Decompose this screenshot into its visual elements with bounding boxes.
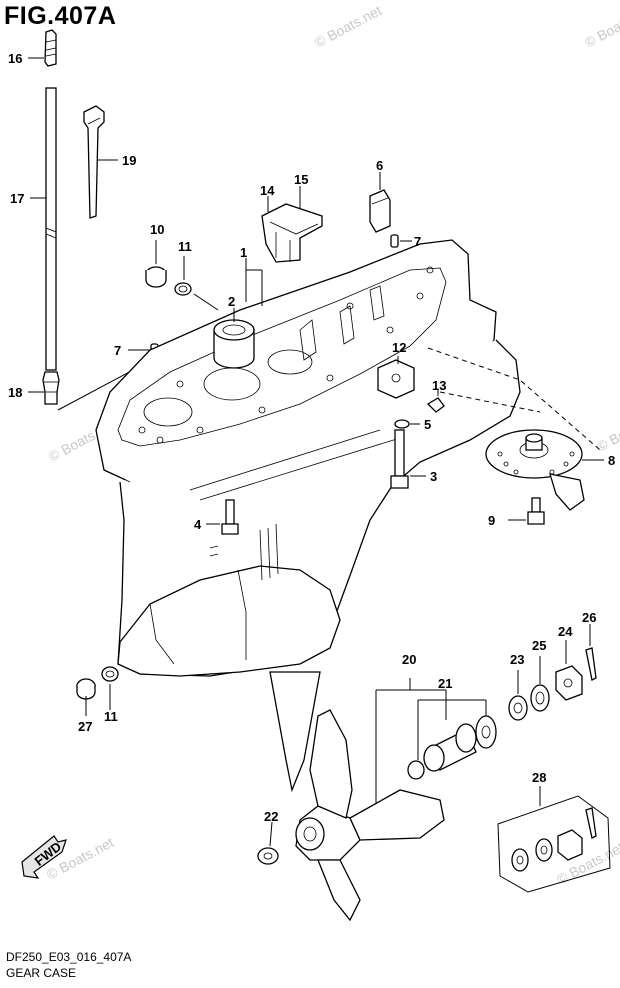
callout-26: 26	[582, 610, 596, 625]
figure-name: GEAR CASE	[6, 966, 77, 980]
callout-5: 5	[424, 417, 431, 432]
callout-15: 15	[294, 172, 308, 187]
callout-24: 24	[558, 624, 573, 639]
callout-16: 16	[8, 51, 22, 66]
part-12-block	[377, 359, 415, 399]
watermark: © Boats.net	[312, 2, 384, 51]
part-7-pin	[390, 234, 399, 248]
part-8-trim-tab	[485, 429, 585, 511]
callout-27: 27	[78, 719, 92, 734]
part-22-nut	[257, 847, 279, 865]
part-13-bolt	[426, 397, 445, 413]
figure-code: DF250_E03_016_407A	[6, 950, 132, 964]
part-23-washer	[508, 695, 528, 721]
callout-14: 14	[260, 183, 275, 198]
callout-28: 28	[532, 770, 546, 785]
figure-title: FIG.407A	[4, 2, 117, 30]
part-6-cap	[369, 189, 391, 233]
part-21-thrust-hub	[407, 723, 477, 780]
watermark: © Boats.net	[582, 2, 620, 51]
callout-13: 13	[432, 378, 446, 393]
part-19-strap	[83, 105, 105, 219]
part-21-washer	[475, 715, 497, 749]
callout-21: 21	[438, 676, 452, 691]
gear-case-housing	[95, 239, 521, 793]
part-14-15-bracket	[261, 203, 323, 263]
part-26-cotter-pin	[585, 647, 597, 681]
callout-3: 3	[430, 469, 437, 484]
callout-7-lower: 7	[114, 343, 121, 358]
part-3-bolt	[390, 429, 409, 489]
callout-23: 23	[510, 652, 524, 667]
part-4-bolt	[221, 499, 239, 535]
part-11-gasket	[101, 666, 119, 682]
callout-2: 2	[228, 294, 235, 309]
callout-11-lower: 11	[104, 709, 118, 724]
part-11-gasket	[174, 282, 192, 296]
part-5-washer	[394, 419, 410, 429]
callout-8: 8	[608, 453, 615, 468]
callout-17: 17	[10, 191, 24, 206]
callout-11: 11	[178, 239, 192, 254]
callout-7-upper: 7	[414, 234, 421, 249]
callout-4: 4	[194, 517, 202, 532]
part-17-drive-shaft	[45, 87, 57, 371]
callout-25: 25	[532, 638, 546, 653]
part-16-fitting	[44, 29, 57, 67]
callout-12: 12	[392, 340, 406, 355]
callout-9: 9	[488, 513, 495, 528]
part-24-nut	[555, 665, 583, 701]
part-28-kit	[497, 795, 611, 893]
callout-10: 10	[150, 222, 164, 237]
callout-1: 1	[240, 245, 247, 260]
callout-22: 22	[264, 809, 278, 824]
part-25-spacer	[530, 684, 550, 712]
part-10-plug	[145, 266, 167, 288]
part-18-fitting	[42, 371, 60, 405]
callout-18: 18	[8, 385, 22, 400]
callout-19: 19	[122, 153, 136, 168]
part-9-bolt	[527, 497, 545, 525]
callout-6: 6	[376, 158, 383, 173]
watermark: © Boats.net	[594, 406, 620, 455]
fwd-arrow-icon	[21, 835, 67, 879]
callout-20: 20	[402, 652, 416, 667]
propeller	[295, 709, 445, 922]
